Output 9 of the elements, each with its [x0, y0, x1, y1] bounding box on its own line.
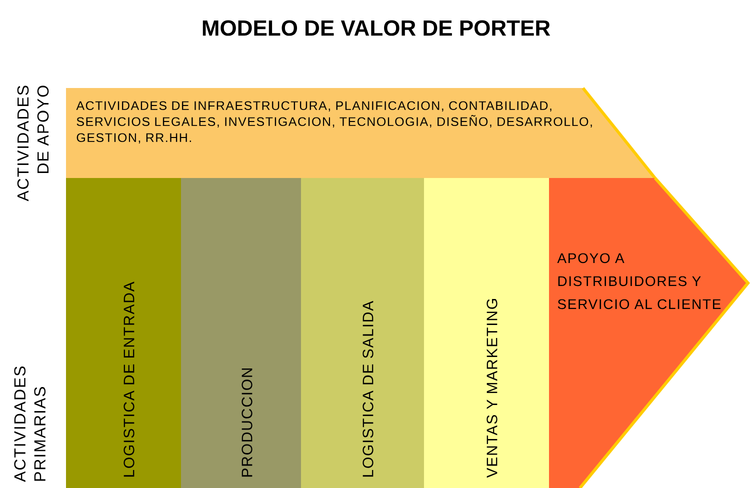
side-label: ACTIVIDADES DE APOYO	[17, 86, 49, 202]
activity-column: LOGISTICA DE ENTRADA	[66, 178, 181, 488]
title: MODELO DE VALOR DE PORTER	[202, 20, 550, 36]
activity-column: PRODUCCION	[181, 178, 301, 488]
activity-column: VENTAS Y MARKETING	[424, 178, 549, 488]
activity-column: LOGISTICA DE SALIDA	[301, 178, 424, 488]
side-label: ACTIVIDADES PRIMARIAS	[14, 366, 46, 482]
support-band: ACTIVIDADES DE INFRAESTRUCTURA, PLANIFICACION, CONTABILIDAD, SERVICIOS LEGALES, INVESTIGACION, TECNOLOGIA, DISEÑO, DESARROLLO, GESTION, RR.HH.	[66, 87, 656, 179]
arrow-head-band: APOYO A DISTRIBUIDORES Y SERVICIO AL CLIENTE	[549, 177, 750, 488]
